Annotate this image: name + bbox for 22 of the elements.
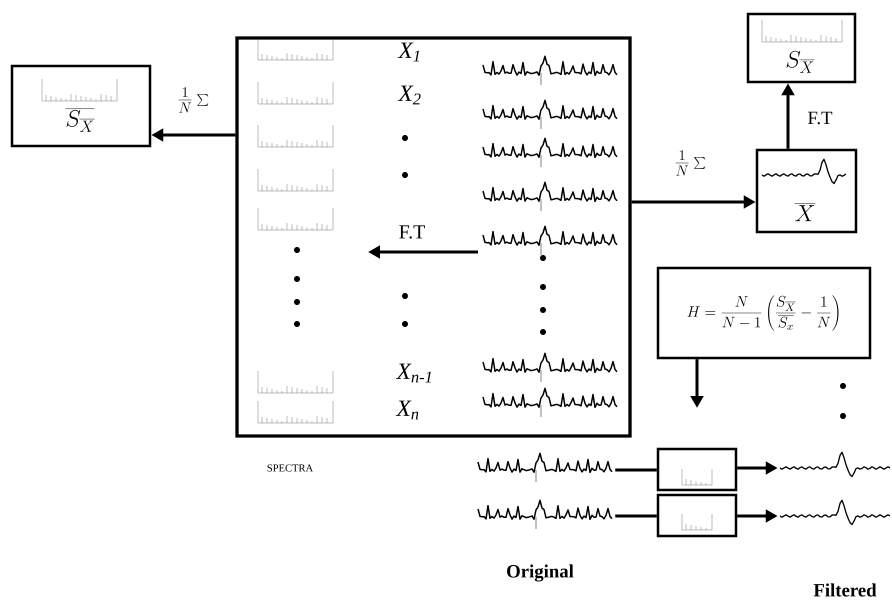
edge-label: F.T <box>806 110 834 126</box>
panel-box <box>235 36 632 438</box>
edge-label: $\frac{1}{N}\sum$ <box>672 149 708 177</box>
filter-box <box>656 448 738 492</box>
signal-drawing <box>477 452 613 482</box>
spectrum-box: $S_{\overline{X}}$ <box>746 12 856 84</box>
signal-drawing <box>477 500 613 530</box>
filter-box <box>656 494 738 538</box>
column-label: SPECTRA <box>268 464 314 472</box>
signal-label: X$_{n}$ <box>396 400 418 420</box>
signal-label: X$_{1}$ <box>398 42 420 62</box>
edge-label: $\frac{1}{N}\sum$ <box>176 86 210 114</box>
average-spectrum-box: $\overline{S_{\overline{X}}}$ <box>10 64 152 148</box>
formula-box: $H = \frac{N}{N-1}\left(\frac{S_{\overline{X}}}{\overline{S_{x}}} - \frac{1}{N}\right)$ <box>656 266 872 360</box>
operation-label: F.T <box>399 225 425 239</box>
signal-label: X$_{2}$ <box>398 86 421 104</box>
average-signal-box: $\overline{X}$ <box>756 148 858 234</box>
filtered-signal-drawing <box>780 500 890 526</box>
column-label: Original <box>507 564 574 582</box>
column-label: Filtered <box>814 583 876 597</box>
signal-label: X$_{n-1}$ <box>396 364 432 382</box>
filtered-signal-drawing <box>780 452 890 478</box>
